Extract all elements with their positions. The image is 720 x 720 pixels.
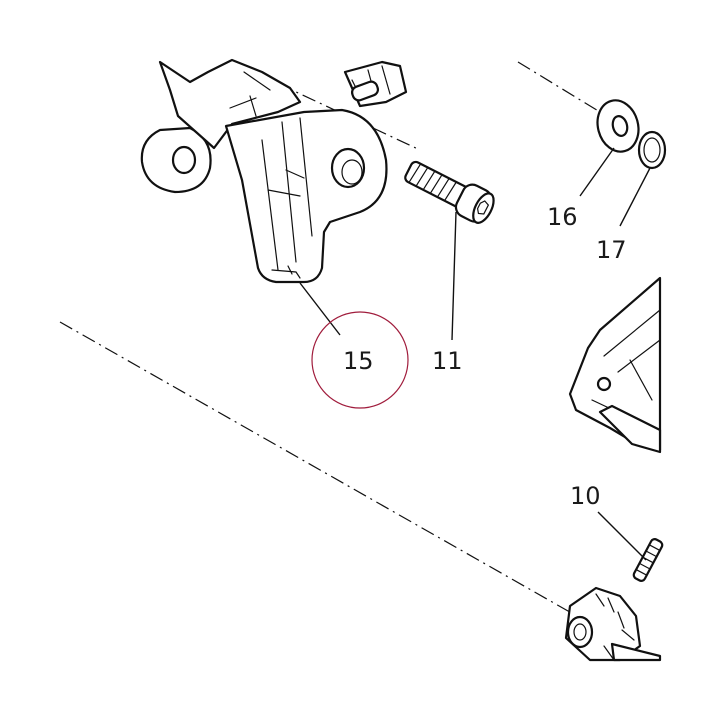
bracket-boss-hole	[171, 145, 197, 175]
bracket-pivot-hole	[330, 147, 366, 189]
nut-assembly	[564, 586, 662, 662]
footrest-lower-tab	[598, 404, 662, 454]
footrest-bar	[568, 276, 662, 452]
callout-label-10: 10	[570, 482, 601, 510]
stud-part-10	[632, 538, 664, 582]
callout-label-11: 11	[432, 347, 463, 375]
nut-shaft	[610, 642, 662, 662]
bracket-pivot-hole-inner	[341, 159, 363, 185]
ring-17-inner	[643, 137, 661, 163]
stud-10-threads	[635, 544, 661, 576]
highlight-circle-15	[311, 311, 409, 409]
leader-17	[619, 167, 651, 227]
footrest-assembly	[568, 276, 662, 454]
bracket-stud	[350, 80, 380, 102]
leader-11	[451, 211, 457, 341]
axis-washers	[517, 61, 601, 113]
callout-leaders	[299, 147, 651, 561]
bracket-edge-detail	[271, 265, 301, 279]
callout-label-17: 17	[596, 236, 627, 264]
leader-15	[299, 282, 341, 336]
nut-bore-inner	[573, 623, 587, 641]
nut-castellation	[595, 593, 635, 661]
bracket-web-lines	[229, 71, 313, 271]
ring-17-outer	[637, 130, 667, 170]
footrest-pivot-hole	[596, 376, 612, 392]
leader-10	[597, 511, 647, 561]
bolt-head-face	[472, 192, 495, 224]
bolt-thread-lines	[408, 163, 457, 202]
washer-part-16	[596, 99, 640, 153]
bracket-main-body	[224, 108, 388, 284]
axis-nut	[59, 321, 576, 616]
callout-label-15: 15	[343, 347, 374, 375]
leader-16	[579, 147, 615, 197]
bolt-hex-socket	[476, 200, 490, 215]
bracket-upper-arm	[158, 58, 302, 150]
callout-labels: 15 11 16 17 10	[343, 203, 627, 510]
bracket-part-15	[140, 58, 408, 284]
bolt-part-11	[404, 160, 495, 224]
washer-16-inner	[611, 115, 629, 137]
callout-label-16: 16	[547, 203, 578, 231]
nut-bore	[566, 615, 594, 649]
ring-part-17	[637, 130, 667, 170]
